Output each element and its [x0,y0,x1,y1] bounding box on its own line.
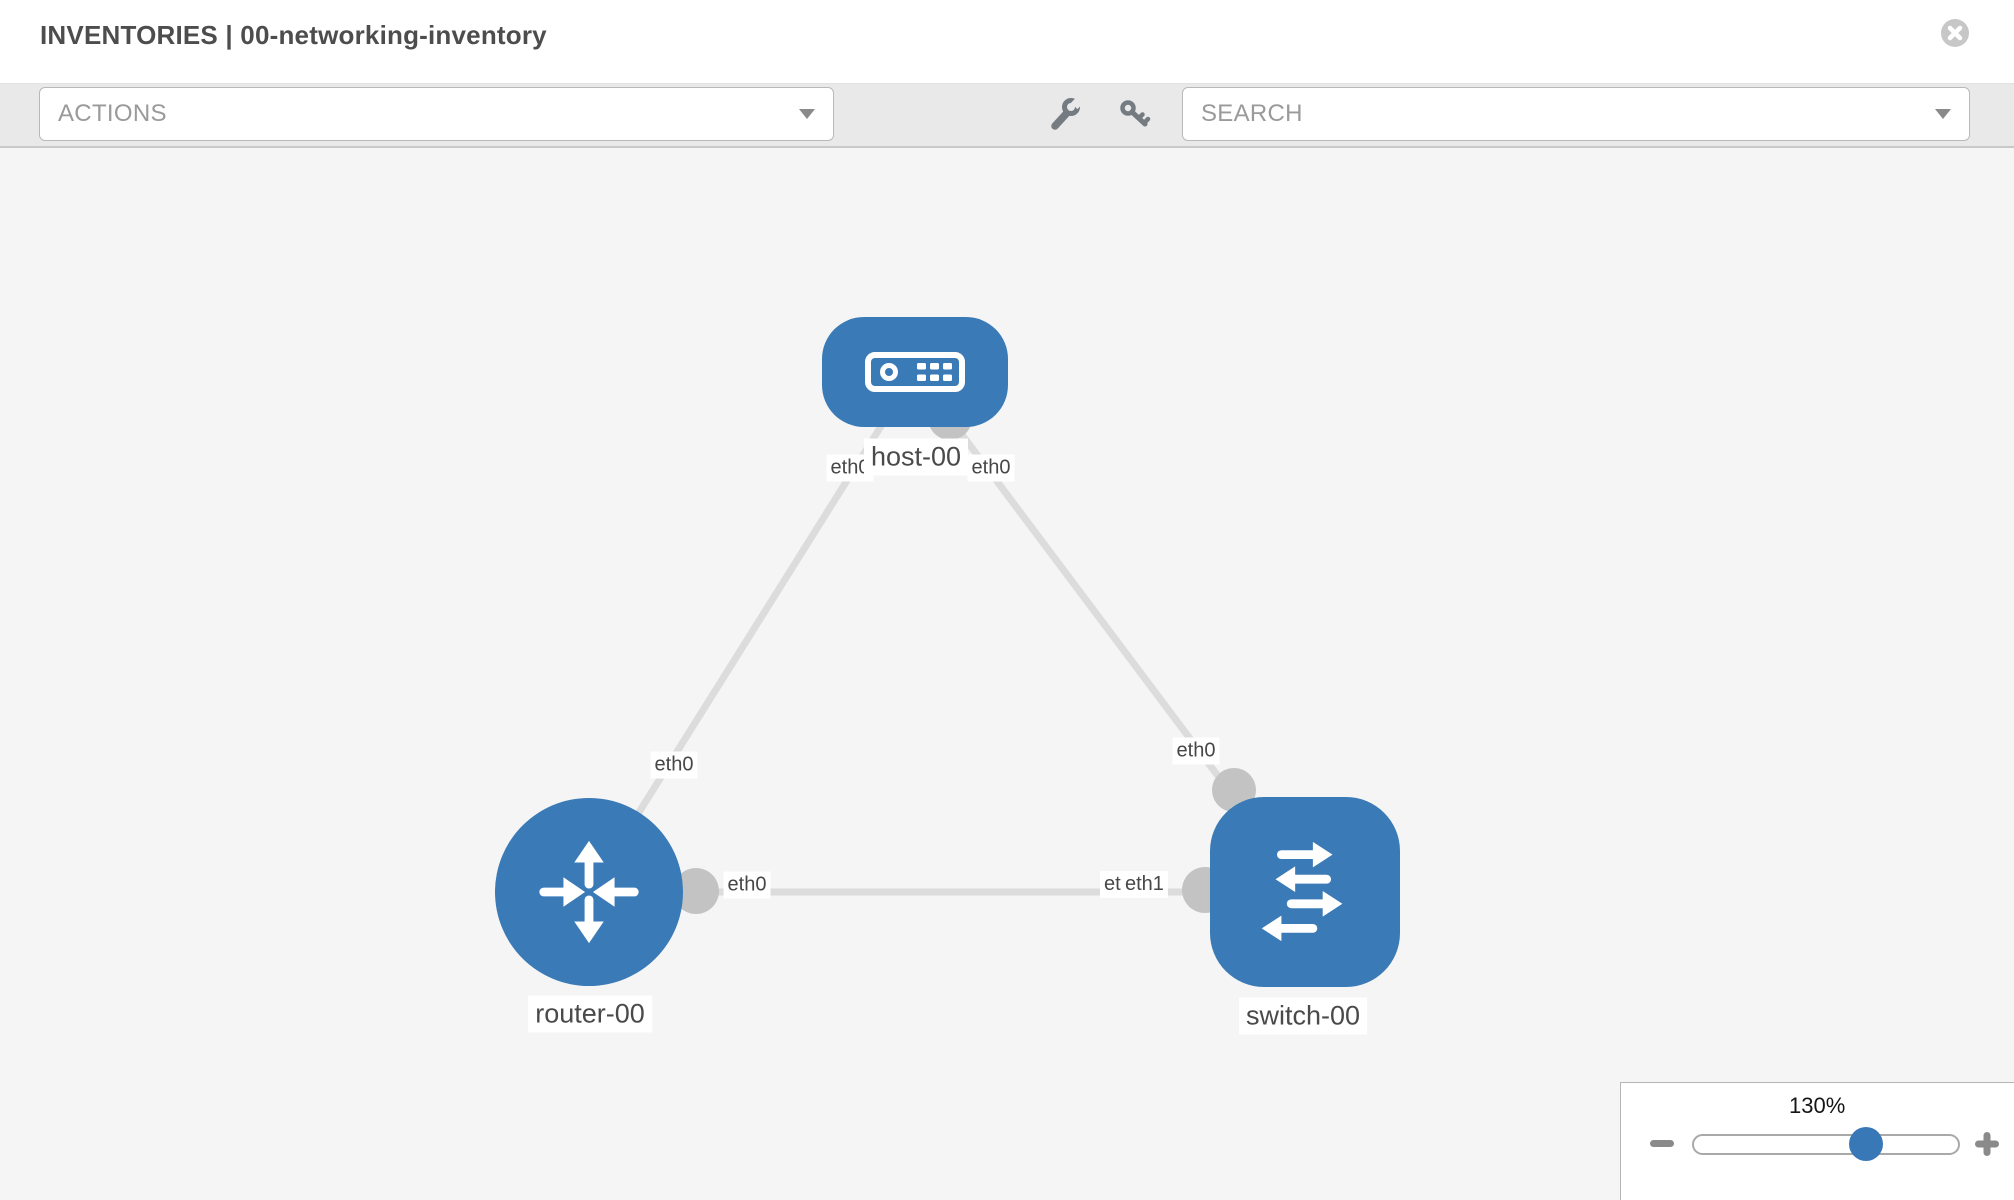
zoom-in-button[interactable] [1973,1130,2001,1158]
toolbar: ACTIONS SEARCH [0,84,2014,148]
node-label-host: host-00 [863,438,969,476]
search-dropdown-label: SEARCH [1201,100,1303,127]
zoom-out-button[interactable] [1647,1129,1679,1157]
iface-label-switch-left-group: eth0 eth1 [1100,871,1174,899]
configure-button[interactable] [1048,94,1086,133]
key-icon [1120,100,1151,127]
node-host-00[interactable] [822,317,1008,427]
plus-icon [1975,1132,1999,1156]
chevron-down-icon [1935,109,1951,119]
chevron-down-icon [799,109,815,119]
node-router-00[interactable] [495,798,683,986]
zoom-value: 130% [1789,1093,1846,1118]
node-label-router: router-00 [528,995,652,1033]
topology-links-layer [586,369,1308,914]
host-icon [865,352,965,392]
minus-icon [1650,1140,1674,1147]
search-dropdown[interactable]: SEARCH [1182,87,1970,141]
iface-label-router-top: eth0 [650,751,698,779]
actions-dropdown[interactable]: ACTIONS [39,87,834,141]
iface-label-switch-left-eth1: eth1 [1121,871,1168,898]
close-button[interactable] [1941,19,1969,47]
iface-label-host-right: eth0 [967,454,1015,482]
switch-icon [1261,841,1343,942]
topology-canvas[interactable]: host-00 router-00 switch-00 eth0 eth0 et… [0,148,2014,1200]
zoom-slider-handle[interactable] [1849,1127,1883,1161]
actions-dropdown-label: ACTIONS [58,100,167,127]
wrench-icon [1051,94,1086,130]
credentials-button[interactable] [1117,97,1153,133]
zoom-panel: 130% [1620,1082,2014,1200]
node-label-switch: switch-00 [1238,997,1368,1035]
header: INVENTORIES | 00-networking-inventory [0,0,2014,84]
port-dot-router [673,868,719,914]
iface-label-router-right: eth0 [723,871,771,899]
close-icon [1941,19,1969,47]
page-title: INVENTORIES | 00-networking-inventory [40,20,547,50]
iface-label-switch-top: eth0 [1172,737,1220,765]
node-switch-00[interactable] [1210,797,1400,987]
router-icon [539,840,639,944]
zoom-slider-track[interactable] [1692,1127,1960,1161]
